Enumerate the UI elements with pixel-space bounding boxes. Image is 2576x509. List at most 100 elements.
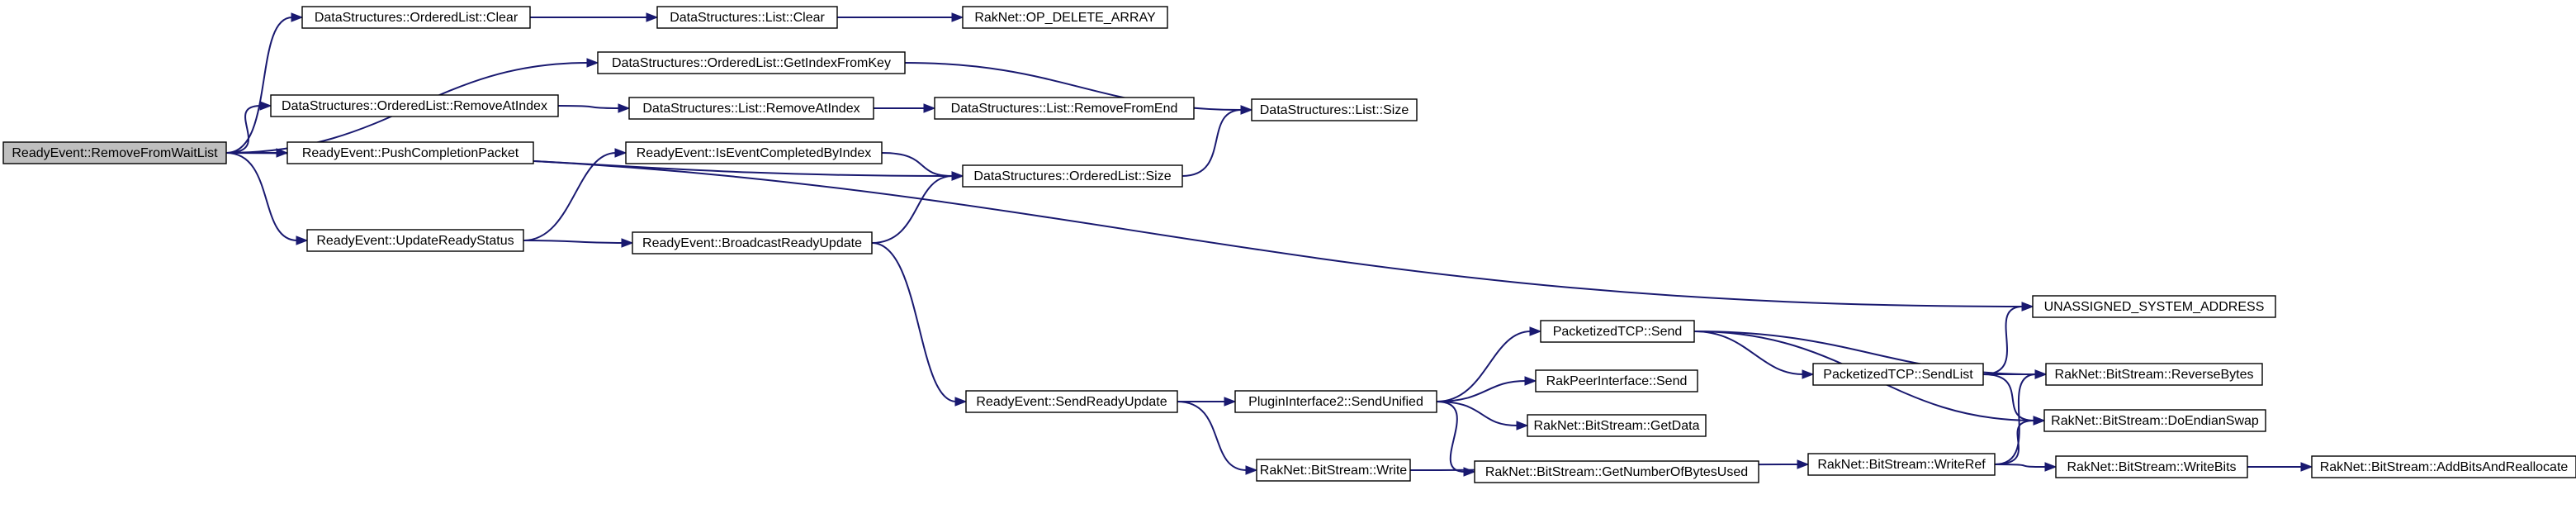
graph-node-l_removeat[interactable]: DataStructures::List::RemoveAtIndex <box>628 97 874 120</box>
node-label: DataStructures::List::RemoveAtIndex <box>642 102 859 116</box>
graph-node-ol_getindex[interactable]: DataStructures::OrderedList::GetIndexFro… <box>597 51 906 74</box>
edge-arrowhead <box>1802 369 1815 379</box>
graph-node-ptcp_sendlist[interactable]: PacketizedTCP::SendList <box>1812 363 1984 386</box>
call-edge-updstatus-to-iscompleted <box>523 152 617 241</box>
node-box[interactable] <box>962 6 1168 29</box>
node-box[interactable] <box>1807 453 1996 476</box>
graph-node-endian[interactable]: RakNet::BitStream::DoEndianSwap <box>2043 409 2266 432</box>
node-box[interactable] <box>632 231 873 254</box>
node-box[interactable] <box>270 94 559 117</box>
node-label: DataStructures::List::Clear <box>670 11 825 25</box>
node-box[interactable] <box>934 97 1195 120</box>
call-edge-root-to-ol_clear <box>225 17 293 154</box>
call-edge-broadcast-to-ol_size <box>871 175 954 244</box>
node-box[interactable] <box>2311 455 2576 478</box>
node-label: ReadyEvent::UpdateReadyStatus <box>316 234 514 248</box>
node-label: DataStructures::OrderedList::Size <box>973 169 1171 183</box>
node-box[interactable] <box>2045 363 2263 386</box>
node-box[interactable] <box>1474 460 1759 483</box>
nodes-layer: ReadyEvent::RemoveFromWaitListDataStruct… <box>2 6 2576 483</box>
node-box[interactable] <box>1535 369 1698 392</box>
node-box[interactable] <box>962 164 1183 188</box>
graph-node-iscompleted[interactable]: ReadyEvent::IsEventCompletedByIndex <box>625 141 883 164</box>
call-edge-sendready-to-bs_write <box>1177 401 1248 471</box>
node-label: ReadyEvent::IsEventCompletedByIndex <box>637 146 872 160</box>
graph-node-unassigned[interactable]: UNASSIGNED_SYSTEM_ADDRESS <box>2032 295 2276 318</box>
node-box[interactable] <box>1256 459 1411 482</box>
graph-node-writeref[interactable]: RakNet::BitStream::WriteRef <box>1807 453 1996 476</box>
call-edge-iscompleted-to-ol_size <box>881 152 954 177</box>
node-label: DataStructures::OrderedList::RemoveAtInd… <box>282 99 547 113</box>
node-box[interactable] <box>306 229 524 252</box>
edge-arrowhead <box>646 12 659 22</box>
edge-arrowhead <box>923 103 936 113</box>
edge-arrowhead <box>296 235 309 245</box>
node-box[interactable] <box>286 141 534 164</box>
graph-node-l_clear[interactable]: DataStructures::List::Clear <box>656 6 838 29</box>
graph-node-op_delete[interactable]: RakNet::OP_DELETE_ARRAY <box>962 6 1168 29</box>
node-box[interactable] <box>1812 363 1984 386</box>
node-label: RakNet::BitStream::Write <box>1260 464 1408 478</box>
graph-node-updstatus[interactable]: ReadyEvent::UpdateReadyStatus <box>306 229 524 252</box>
node-box[interactable] <box>1540 320 1695 343</box>
call-edge-sendunified-to-ptcp_send <box>1436 331 1532 402</box>
call-edge-root-to-unassigned <box>225 152 2024 307</box>
graph-node-getbytes[interactable]: RakNet::BitStream::GetNumberOfBytesUsed <box>1474 460 1759 483</box>
graph-node-rpi_send[interactable]: RakPeerInterface::Send <box>1535 369 1698 392</box>
graph-node-bs_write[interactable]: RakNet::BitStream::Write <box>1256 459 1411 482</box>
edge-arrowhead <box>1463 467 1476 477</box>
graph-node-addbits[interactable]: RakNet::BitStream::AddBitsAndReallocate <box>2311 455 2576 478</box>
edge-arrowhead <box>2021 302 2034 312</box>
node-label: DataStructures::List::Size <box>1260 103 1409 117</box>
edge-arrowhead <box>951 171 964 181</box>
call-edge-broadcast-to-sendready <box>871 242 957 402</box>
graph-node-ptcp_send[interactable]: PacketizedTCP::Send <box>1540 320 1695 343</box>
graph-node-getdata[interactable]: RakNet::BitStream::GetData <box>1527 414 1707 437</box>
node-box[interactable] <box>1527 414 1707 437</box>
node-label: ReadyEvent::SendReadyUpdate <box>976 395 1167 409</box>
graph-node-sendunified[interactable]: PluginInterface2::SendUnified <box>1234 390 1437 413</box>
node-label: DataStructures::List::RemoveFromEnd <box>951 102 1178 116</box>
node-label: DataStructures::OrderedList::Clear <box>315 11 519 25</box>
edge-arrowhead <box>1245 465 1258 475</box>
node-label: PacketizedTCP::Send <box>1553 325 1683 339</box>
node-box[interactable] <box>625 141 883 164</box>
graph-node-l_removeend[interactable]: DataStructures::List::RemoveFromEnd <box>934 97 1195 120</box>
node-box[interactable] <box>2055 455 2248 478</box>
graph-node-writebits[interactable]: RakNet::BitStream::WriteBits <box>2055 455 2248 478</box>
graph-node-push[interactable]: ReadyEvent::PushCompletionPacket <box>286 141 534 164</box>
node-box[interactable] <box>2043 409 2266 432</box>
edge-arrowhead <box>586 58 599 68</box>
node-box[interactable] <box>1234 390 1437 413</box>
node-label: UNASSIGNED_SYSTEM_ADDRESS <box>2044 300 2265 314</box>
graph-node-reverse[interactable]: RakNet::BitStream::ReverseBytes <box>2045 363 2263 386</box>
node-box[interactable] <box>656 6 838 29</box>
call-edge-writeref-to-endian <box>1994 420 2035 465</box>
graph-node-broadcast[interactable]: ReadyEvent::BroadcastReadyUpdate <box>632 231 873 254</box>
node-box[interactable] <box>2032 295 2276 318</box>
node-label: ReadyEvent::BroadcastReadyUpdate <box>642 236 862 250</box>
node-box[interactable] <box>597 51 906 74</box>
edge-arrowhead <box>954 397 968 407</box>
node-box[interactable] <box>628 97 874 120</box>
edge-arrowhead <box>1240 105 1253 115</box>
edge-arrowhead <box>259 101 272 111</box>
graph-node-l_size[interactable]: DataStructures::List::Size <box>1251 98 1418 121</box>
node-box[interactable] <box>301 6 531 29</box>
call-edge-ol_size-to-l_size <box>1181 109 1243 177</box>
graph-node-ol_removeat[interactable]: DataStructures::OrderedList::RemoveAtInd… <box>270 94 559 117</box>
graph-node-sendready[interactable]: ReadyEvent::SendReadyUpdate <box>965 390 1178 413</box>
node-label: RakNet::BitStream::WriteBits <box>2067 460 2236 474</box>
call-edge-root-to-updstatus <box>225 152 298 241</box>
node-box[interactable] <box>965 390 1178 413</box>
edge-arrowhead <box>618 103 631 113</box>
graph-node-ol_size[interactable]: DataStructures::OrderedList::Size <box>962 164 1183 188</box>
edge-arrowhead <box>1516 421 1529 431</box>
node-label: RakNet::BitStream::GetNumberOfBytesUsed <box>1485 465 1748 479</box>
edge-arrowhead <box>621 238 634 248</box>
node-label: RakNet::OP_DELETE_ARRAY <box>974 11 1156 25</box>
node-box[interactable] <box>2 141 227 164</box>
graph-node-root[interactable]: ReadyEvent::RemoveFromWaitList <box>2 141 227 164</box>
graph-node-ol_clear[interactable]: DataStructures::OrderedList::Clear <box>301 6 531 29</box>
node-box[interactable] <box>1251 98 1418 121</box>
